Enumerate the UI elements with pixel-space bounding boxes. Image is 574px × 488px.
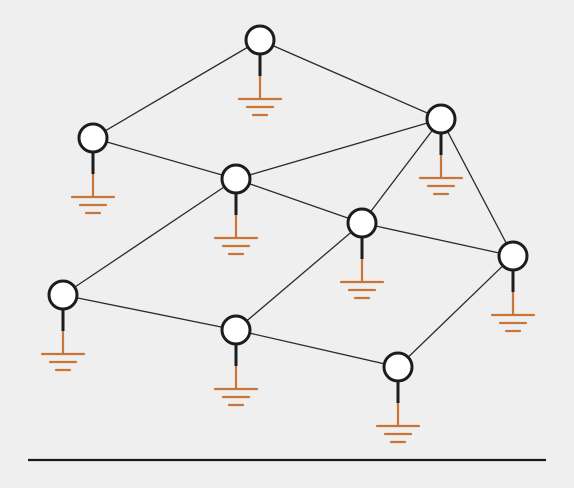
ground-symbol-n8 bbox=[213, 344, 259, 407]
node-n3 bbox=[425, 103, 457, 135]
node-n4 bbox=[220, 163, 252, 195]
ground-symbol-n1 bbox=[237, 54, 283, 117]
edge-n8-n9 bbox=[235, 329, 399, 368]
edge-n6-n9 bbox=[397, 255, 514, 368]
ground-symbol-n3 bbox=[418, 133, 464, 196]
edge-n1-n2 bbox=[92, 39, 261, 139]
edge-n4-n5 bbox=[235, 178, 363, 224]
edge-n4-n7 bbox=[62, 178, 237, 296]
edge-n5-n8 bbox=[235, 222, 363, 331]
edge-n1-n3 bbox=[259, 39, 442, 120]
ground-symbol-n5 bbox=[339, 237, 385, 300]
ground-symbol-n6 bbox=[490, 270, 536, 333]
ground-symbol-n7 bbox=[40, 309, 86, 372]
node-n7 bbox=[47, 279, 79, 311]
ground-symbol-n4 bbox=[213, 193, 259, 256]
node-n1 bbox=[244, 24, 276, 56]
edge-n3-n6 bbox=[440, 118, 514, 257]
edge-n3-n5 bbox=[361, 118, 442, 224]
ground-symbol-n9 bbox=[375, 381, 421, 444]
edge-n3-n4 bbox=[235, 118, 442, 180]
node-n2 bbox=[77, 122, 109, 154]
node-n8 bbox=[220, 314, 252, 346]
node-n9 bbox=[382, 351, 414, 383]
node-n5 bbox=[346, 207, 378, 239]
edge-n5-n6 bbox=[361, 222, 514, 257]
ground-symbol-n2 bbox=[70, 152, 116, 215]
edges-layer bbox=[62, 39, 514, 368]
nodes-layer bbox=[47, 24, 529, 383]
node-n6 bbox=[497, 240, 529, 272]
edge-n7-n8 bbox=[62, 294, 237, 331]
edge-n2-n4 bbox=[92, 137, 237, 180]
grounds-layer bbox=[40, 54, 536, 444]
